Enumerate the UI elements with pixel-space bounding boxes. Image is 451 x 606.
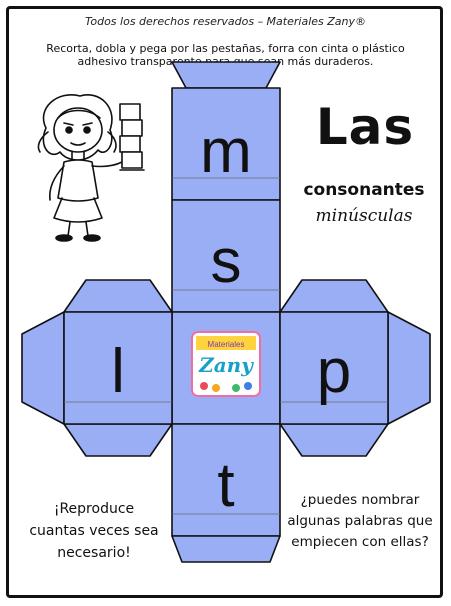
- cube-face-bottom: [171, 423, 281, 537]
- cube-face-top: [171, 87, 281, 201]
- cube-letter-left: l: [111, 337, 125, 406]
- cube-tab-left-bottom: [63, 423, 173, 457]
- cube-tab-left-side: [21, 311, 65, 425]
- logo-main-text: Zany: [198, 353, 254, 377]
- cube-tab-right-bottom: [279, 423, 389, 457]
- girl-holding-cube-illustration: [37, 94, 145, 242]
- cube-letter-top: m: [200, 117, 252, 186]
- cube-letter-right: p: [317, 337, 351, 406]
- cube-letter-bottom: t: [217, 451, 234, 520]
- instructions-text: Recorta, dobla y pega por las pestañas, …: [46, 42, 405, 68]
- cube-tab-right-side: [387, 311, 431, 425]
- page-border: [6, 6, 443, 598]
- cube-tab-top: [171, 61, 281, 89]
- cube-tab-right-top: [279, 279, 389, 313]
- subtitle-minusculas: minúsculas: [315, 206, 413, 226]
- logo-small-text: Materiales: [208, 340, 245, 349]
- cube-face-left: [63, 311, 173, 425]
- question-prompt: ¿puedes nombrar algunas palabras que emp…: [287, 492, 433, 550]
- cube-letter-upper: s: [211, 227, 242, 296]
- cube-tab-bottom: [171, 535, 281, 563]
- reproduce-note: ¡Reproduce cuantas veces sea necesario!: [29, 501, 159, 561]
- zany-logo: Materiales Zany: [191, 331, 261, 397]
- cube-face-right: [279, 311, 389, 425]
- copyright-text: Todos los derechos reservados – Material…: [85, 15, 366, 28]
- cube-tab-left-top: [63, 279, 173, 313]
- subtitle-consonantes: consonantes: [303, 180, 425, 200]
- title-las: Las: [315, 98, 415, 156]
